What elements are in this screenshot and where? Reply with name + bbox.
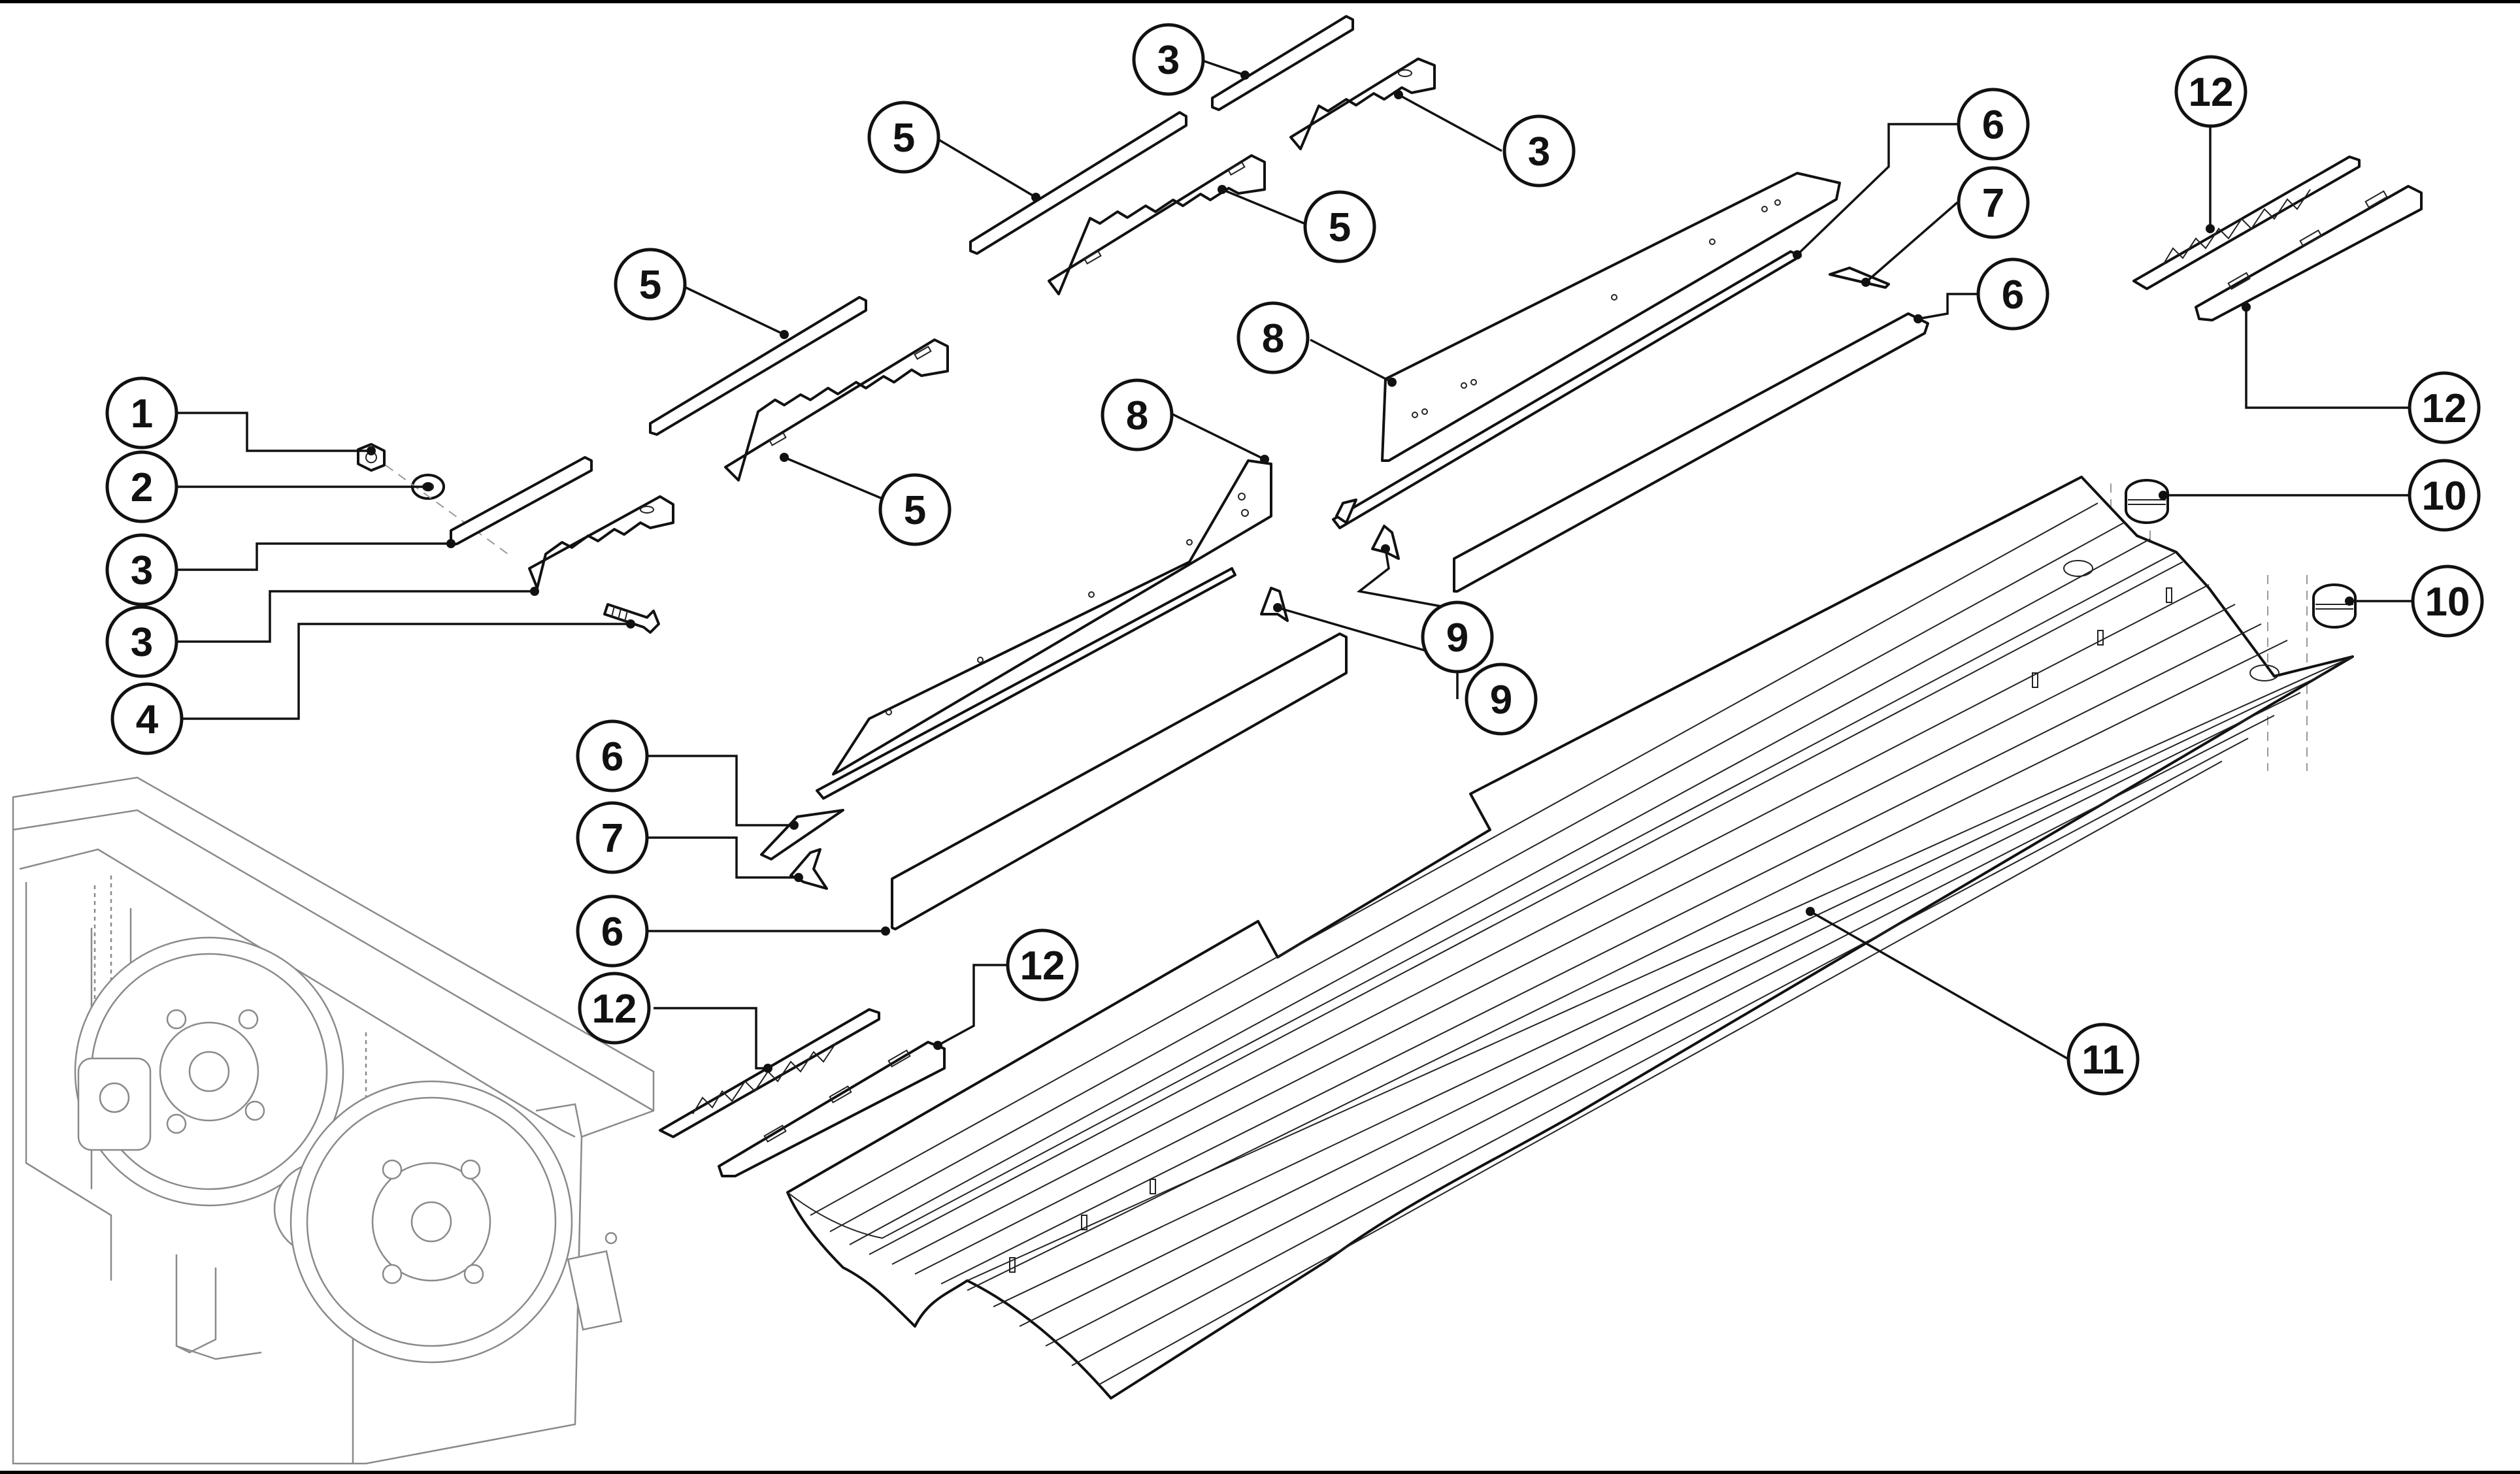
svg-text:1: 1 xyxy=(131,391,153,436)
trough-part xyxy=(786,476,2354,1400)
callout-12: 12 xyxy=(2408,371,2481,444)
strip-group-12-right xyxy=(2132,156,2423,321)
svg-text:6: 6 xyxy=(1982,103,2004,148)
svg-text:3: 3 xyxy=(131,548,153,593)
svg-text:6: 6 xyxy=(601,734,623,779)
callout-6: 6 xyxy=(1976,257,2049,331)
callout-3: 3 xyxy=(1132,23,1205,96)
svg-text:12: 12 xyxy=(2189,70,2234,115)
svg-text:9: 9 xyxy=(1490,678,1512,723)
svg-text:6: 6 xyxy=(601,909,623,955)
callout-8: 8 xyxy=(1236,301,1310,374)
strip-group-12-left xyxy=(659,1008,946,1177)
machine-housing xyxy=(12,776,655,1465)
callout-9: 9 xyxy=(1465,663,1538,736)
callout-10: 10 xyxy=(2411,565,2484,638)
callout-12: 12 xyxy=(1006,928,1079,1002)
svg-text:3: 3 xyxy=(131,620,153,665)
callout-5: 5 xyxy=(614,248,687,321)
callout-10: 10 xyxy=(2408,459,2481,532)
svg-text:6: 6 xyxy=(2002,272,2024,318)
callout-9: 9 xyxy=(1421,600,1494,674)
callout-7: 7 xyxy=(576,801,649,874)
callout-12: 12 xyxy=(2174,55,2247,128)
svg-text:12: 12 xyxy=(592,987,637,1032)
svg-text:9: 9 xyxy=(1446,615,1468,661)
hardware-parts xyxy=(357,443,674,634)
svg-text:5: 5 xyxy=(893,116,915,161)
svg-text:8: 8 xyxy=(1262,316,1284,361)
callout-3: 3 xyxy=(105,605,178,678)
strip-group-5-upper xyxy=(969,111,1266,295)
svg-text:5: 5 xyxy=(639,263,661,308)
callout-1: 1 xyxy=(105,376,178,450)
callout-3: 3 xyxy=(1502,114,1576,188)
svg-text:7: 7 xyxy=(601,816,623,861)
leader-dots xyxy=(367,71,2354,1073)
svg-text:12: 12 xyxy=(1020,943,1065,989)
svg-text:4: 4 xyxy=(136,697,159,742)
callout-6: 6 xyxy=(1957,88,2030,161)
svg-text:8: 8 xyxy=(1126,393,1148,438)
svg-text:12: 12 xyxy=(2422,386,2467,431)
strip-group-3-top xyxy=(1211,15,1436,150)
svg-text:2: 2 xyxy=(131,465,153,510)
callout-2: 2 xyxy=(105,450,178,523)
svg-text:3: 3 xyxy=(1528,129,1550,174)
callout-11: 11 xyxy=(2066,1023,2140,1096)
callout-5: 5 xyxy=(867,101,940,174)
svg-text:11: 11 xyxy=(2081,1038,2125,1083)
panel-group-left xyxy=(760,459,1348,930)
callout-5: 5 xyxy=(878,473,952,546)
strip-group-5-lower xyxy=(649,296,949,482)
callout-6: 6 xyxy=(576,894,649,968)
callout-6: 6 xyxy=(576,719,649,793)
svg-text:5: 5 xyxy=(1329,205,1351,250)
svg-text:3: 3 xyxy=(1157,38,1180,83)
callout-4: 4 xyxy=(110,682,184,755)
callout-12: 12 xyxy=(578,972,651,1045)
callout-5: 5 xyxy=(1303,190,1376,263)
callout-3: 3 xyxy=(105,533,178,606)
svg-text:10: 10 xyxy=(2422,474,2467,519)
svg-text:10: 10 xyxy=(2425,580,2470,625)
callout-7: 7 xyxy=(1957,166,2030,239)
svg-text:5: 5 xyxy=(904,488,926,533)
leader-lines xyxy=(176,58,2413,1070)
callout-8: 8 xyxy=(1101,378,1174,451)
panel-group-right xyxy=(1332,172,1929,593)
svg-text:7: 7 xyxy=(1982,181,2004,226)
